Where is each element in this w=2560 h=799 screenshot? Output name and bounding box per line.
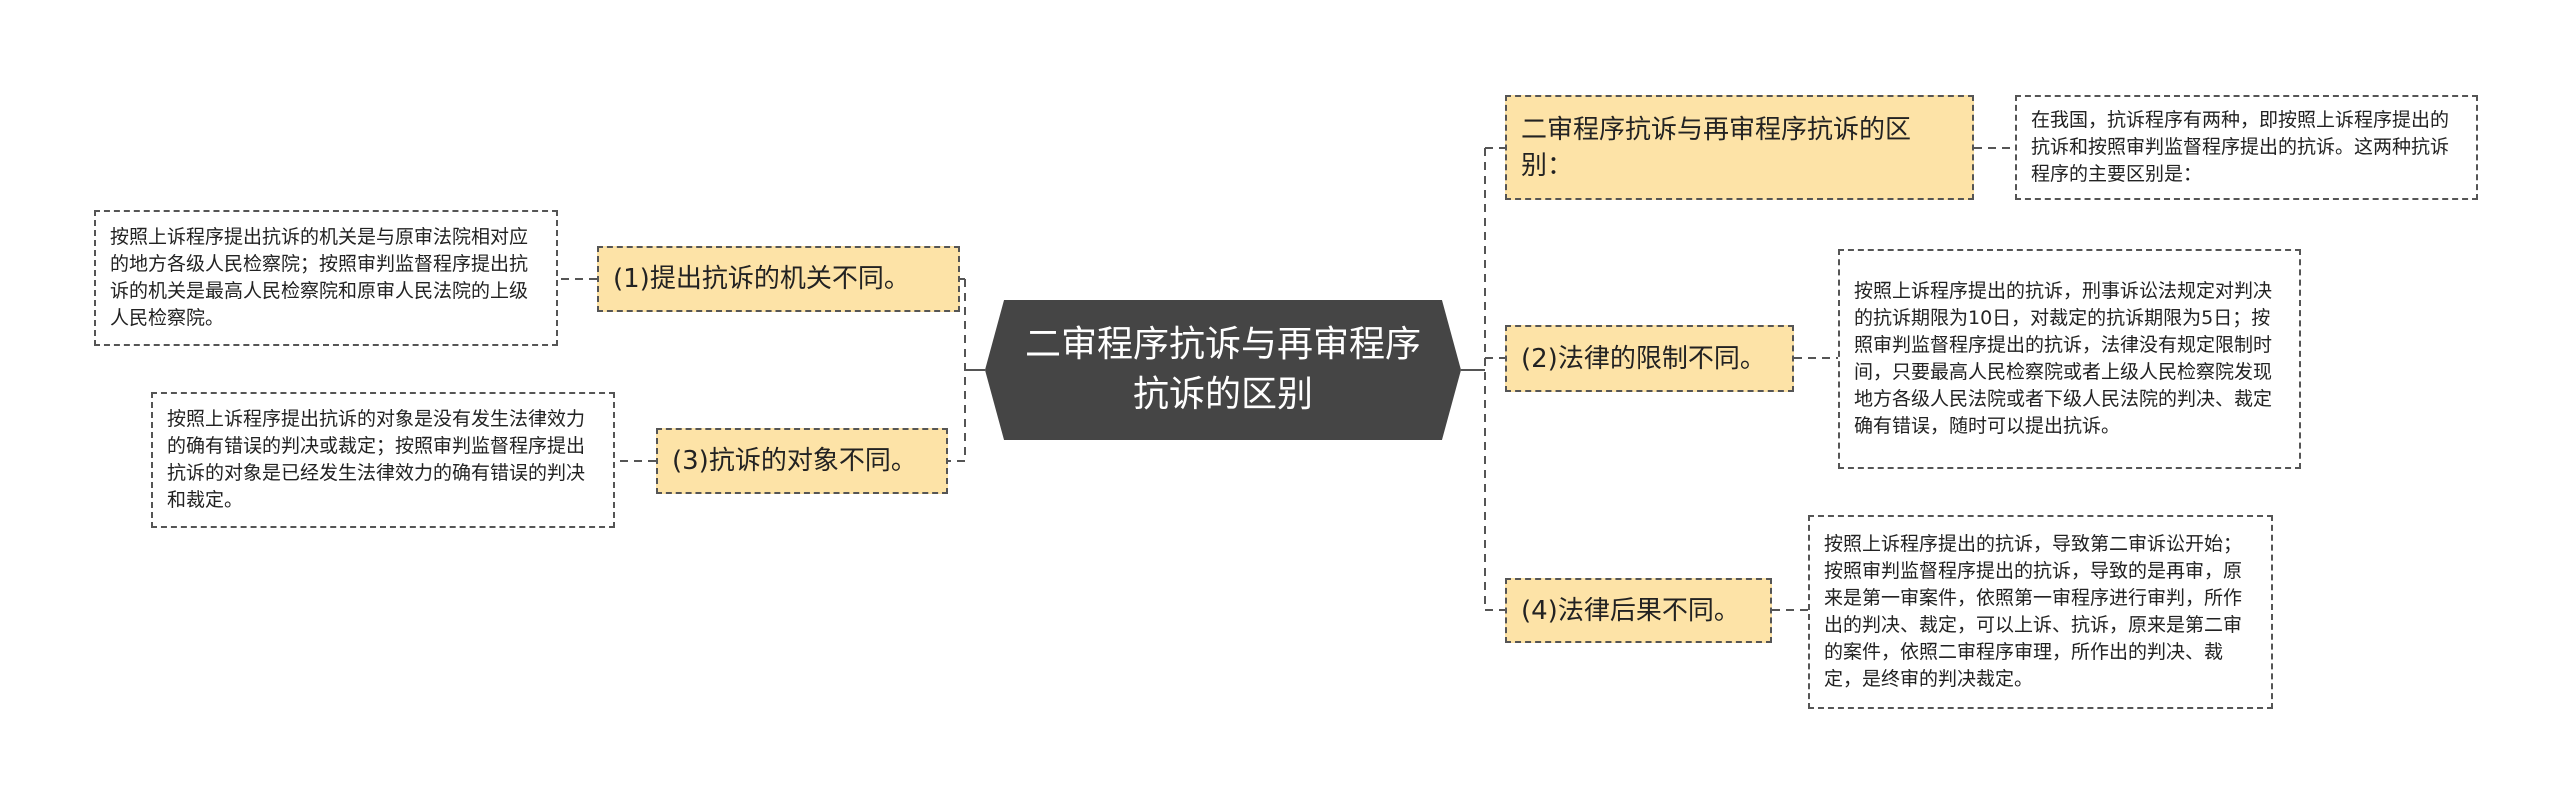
detail-box-1[interactable]: 按照上诉程序提出抗诉的机关是与原审法院相对应的地方各级人民检察院；按照审判监督程… bbox=[94, 210, 558, 346]
detail-text: 按照上诉程序提出抗诉的对象是没有发生法律效力的确有错误的判决或裁定；按照审判监督… bbox=[167, 408, 586, 511]
branch-label: (1)提出抗诉的机关不同。 bbox=[613, 264, 910, 294]
detail-text: 在我国，抗诉程序有两种，即按照上诉程序提出的抗诉和按照审判监督程序提出的抗诉。这… bbox=[2031, 109, 2450, 185]
detail-text: 按照上诉程序提出的抗诉，刑事诉讼法规定对判决的抗诉期限为10日，对裁定的抗诉期限… bbox=[1854, 280, 2273, 437]
branch-node-1[interactable]: (1)提出抗诉的机关不同。 bbox=[597, 246, 960, 312]
central-topic-label: 二审程序抗诉与再审程序抗诉的区别 bbox=[1025, 324, 1422, 415]
branch-label: (3)抗诉的对象不同。 bbox=[672, 446, 917, 476]
branch-node-2[interactable]: (2)法律的限制不同。 bbox=[1505, 325, 1794, 392]
detail-box-2[interactable]: 按照上诉程序提出的抗诉，刑事诉讼法规定对判决的抗诉期限为10日，对裁定的抗诉期限… bbox=[1838, 249, 2301, 469]
branch-node-4[interactable]: (4)法律后果不同。 bbox=[1505, 578, 1772, 643]
branch-node-intro[interactable]: 二审程序抗诉与再审程序抗诉的区别： bbox=[1505, 95, 1974, 200]
detail-box-3[interactable]: 按照上诉程序提出抗诉的对象是没有发生法律效力的确有错误的判决或裁定；按照审判监督… bbox=[151, 392, 615, 528]
detail-text: 按照上诉程序提出抗诉的机关是与原审法院相对应的地方各级人民检察院；按照审判监督程… bbox=[110, 226, 529, 329]
detail-box-4[interactable]: 按照上诉程序提出的抗诉，导致第二审诉讼开始；按照审判监督程序提出的抗诉，导致的是… bbox=[1808, 515, 2273, 709]
detail-box-intro[interactable]: 在我国，抗诉程序有两种，即按照上诉程序提出的抗诉和按照审判监督程序提出的抗诉。这… bbox=[2015, 95, 2478, 200]
detail-text: 按照上诉程序提出的抗诉，导致第二审诉讼开始；按照审判监督程序提出的抗诉，导致的是… bbox=[1824, 533, 2243, 690]
branch-node-3[interactable]: (3)抗诉的对象不同。 bbox=[656, 428, 948, 494]
branch-label: (4)法律后果不同。 bbox=[1521, 595, 1740, 626]
branch-label: (2)法律的限制不同。 bbox=[1521, 343, 1766, 374]
central-topic[interactable]: 二审程序抗诉与再审程序抗诉的区别 bbox=[985, 300, 1461, 440]
branch-label: 二审程序抗诉与再审程序抗诉的区别： bbox=[1521, 114, 1912, 181]
